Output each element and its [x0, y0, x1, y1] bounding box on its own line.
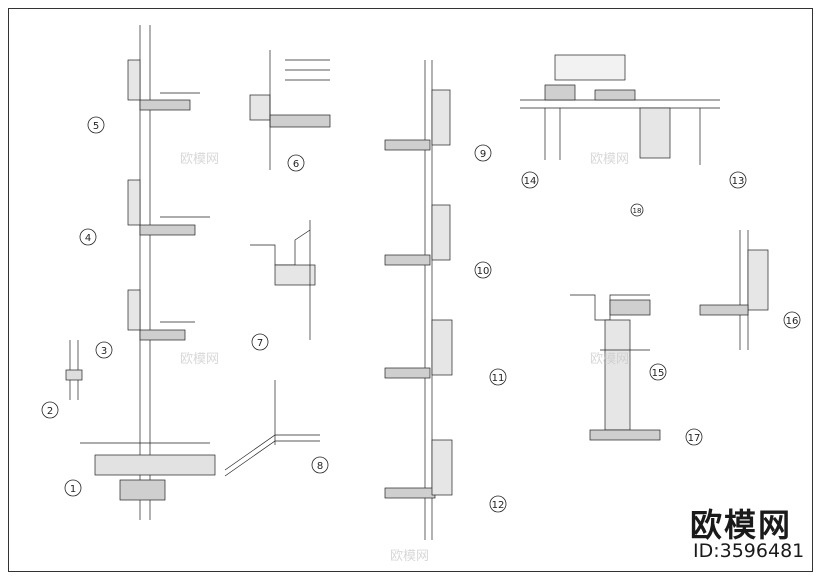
detail-callout-16: 16	[783, 311, 801, 329]
detail-callout-12: 12	[489, 495, 507, 513]
svg-text:1: 1	[70, 484, 76, 495]
svg-text:2: 2	[47, 406, 53, 417]
svg-text:9: 9	[480, 149, 486, 160]
detail-callout-17: 17	[685, 428, 703, 446]
svg-text:15: 15	[652, 368, 665, 379]
detail-callout-8: 8	[311, 456, 329, 474]
svg-text:17: 17	[688, 433, 701, 444]
detail-callout-11: 11	[489, 368, 507, 386]
watermark-tile: 欧模网	[590, 352, 630, 367]
watermark-tile: 欧模网	[180, 352, 220, 367]
detail-callout-15: 15	[649, 363, 667, 381]
svg-text:18: 18	[633, 207, 642, 215]
watermark-id: ID:3596481	[693, 540, 805, 562]
svg-text:10: 10	[477, 266, 490, 277]
detail-callout-5: 5	[87, 116, 105, 134]
svg-text:7: 7	[257, 338, 263, 349]
detail-callout-18: 18	[630, 203, 644, 217]
svg-text:3: 3	[101, 346, 107, 357]
detail-callout-7: 7	[251, 333, 269, 351]
detail-callout-10: 10	[474, 261, 492, 279]
svg-text:14: 14	[524, 176, 537, 187]
detail-callout-1: 1	[64, 479, 82, 497]
svg-text:16: 16	[786, 316, 799, 327]
svg-text:4: 4	[85, 233, 91, 244]
detail-callout-3: 3	[95, 341, 113, 359]
watermark-tile: 欧模网	[590, 152, 630, 167]
detail-callout-14: 14	[521, 171, 539, 189]
svg-text:11: 11	[492, 373, 505, 384]
svg-text:8: 8	[317, 461, 323, 472]
drawing-frame	[8, 8, 813, 572]
watermark-tile: 欧模网	[180, 152, 220, 167]
detail-callout-9: 9	[474, 144, 492, 162]
detail-callout-2: 2	[41, 401, 59, 419]
detail-callout-13: 13	[729, 171, 747, 189]
svg-text:6: 6	[293, 159, 299, 170]
svg-text:5: 5	[93, 121, 99, 132]
svg-text:12: 12	[492, 500, 505, 511]
watermark-tile: 欧模网	[390, 549, 430, 564]
svg-text:13: 13	[732, 176, 745, 187]
detail-callout-6: 6	[287, 154, 305, 172]
watermark-brand: 欧模网	[690, 506, 793, 544]
detail-callout-4: 4	[79, 228, 97, 246]
